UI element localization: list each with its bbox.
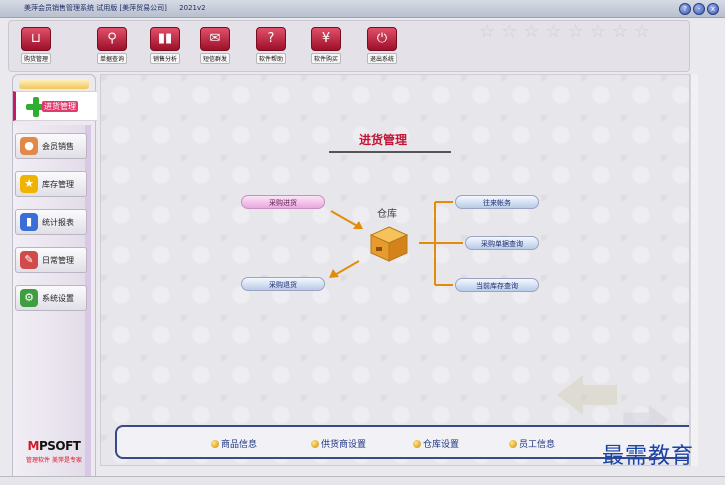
sidebar-item-label: 库存管理	[42, 179, 74, 189]
toolbar-analysis-button[interactable]: ▮▮ 销售分析	[148, 27, 182, 67]
help-window-button[interactable]: ?	[679, 3, 691, 15]
toolbar-sms-button[interactable]: ✉ 短信群发	[198, 27, 232, 67]
window-title-bar: 美萍会员销售管理系统 试用版 [美萍贸易公司] 2021v2 ? - x	[0, 0, 725, 18]
toolbar-buy-button[interactable]: ¥ 软件购买	[309, 27, 343, 67]
purchase-document-query-link[interactable]: 采购单据查询	[465, 236, 539, 250]
warehouse-label: 仓库	[377, 209, 397, 220]
current-stock-query-link[interactable]: 当前库存查询	[455, 278, 539, 292]
arrow-left-icon	[557, 375, 617, 415]
goods-info-link[interactable]: 商品信息	[211, 437, 257, 450]
bullet-icon	[311, 439, 319, 448]
window-title: 美萍会员销售管理系统 试用版 [美萍贸易公司] 2021v2	[24, 3, 216, 13]
bullet-icon	[509, 439, 517, 448]
bottom-quick-links: 商品信息 供货商设置 仓库设置 员工信息	[115, 425, 689, 459]
help-icon: ?	[256, 27, 286, 51]
purchase-in-link[interactable]: 采购进货	[241, 195, 325, 209]
plus-icon	[26, 97, 46, 117]
minimize-window-button[interactable]: -	[693, 3, 705, 15]
left-sidebar: 进货管理 ● 会员销售 ★ 库存管理 ▮ 统计报表 ✎ 日常管理 ⚙ 系统设置 …	[12, 74, 97, 482]
sidebar-panel: ● 会员销售 ★ 库存管理 ▮ 统计报表 ✎ 日常管理 ⚙ 系统设置	[13, 125, 91, 481]
toolbar-button-label: 软件购买	[310, 53, 341, 64]
background-pattern	[101, 75, 689, 465]
toolbar-button-label: 销售分析	[149, 53, 180, 64]
magnifier-icon: ⚲	[97, 27, 127, 51]
person-icon: ●	[20, 137, 38, 155]
toolbar-purchase-button[interactable]: ⊔ 购货管理	[19, 27, 53, 67]
flow-diagram-lines	[329, 201, 463, 286]
sidebar-item-reports[interactable]: ▮ 统计报表	[15, 209, 87, 235]
bullet-icon	[211, 439, 219, 448]
yen-icon: ¥	[311, 27, 341, 51]
employee-info-link[interactable]: 员工信息	[509, 437, 555, 450]
exit-icon: ⏻	[367, 27, 397, 51]
toolbar-button-label: 短信群发	[199, 53, 230, 64]
toolbar-button-label: 单据查询	[96, 53, 127, 64]
toolbar-button-label: 退出系统	[366, 53, 397, 64]
main-toolbar: ☆☆☆☆☆☆☆☆ ⊔ 购货管理 ⚲ 单据查询 ▮▮ 销售分析 ✉ 短信群发 ? …	[8, 20, 690, 72]
window-title-app: 美萍会员销售管理系统 试用版 [美萍贸易公司]	[24, 4, 167, 12]
star-icon: ★	[20, 175, 38, 193]
toolbar-button-label: 软件帮助	[255, 53, 286, 64]
main-content: 进货管理 采购进货 采购退货 仓库 往来帐务 采购单据查询 当前库存查询	[100, 74, 690, 466]
employee-info-label: 员工信息	[519, 440, 556, 450]
page-title: 进货管理	[359, 133, 408, 147]
toolbar-star-decoration: ☆☆☆☆☆☆☆☆	[479, 21, 657, 42]
envelope-icon: ✉	[200, 27, 230, 51]
warehouse-settings-label: 仓库设置	[423, 440, 460, 450]
brand-slogan: 管理软件 美萍是专家	[26, 457, 82, 464]
sidebar-item-inventory[interactable]: ★ 库存管理	[15, 171, 87, 197]
goods-info-label: 商品信息	[221, 440, 258, 450]
pencil-icon: ✎	[20, 251, 38, 269]
bars-icon: ▮	[20, 213, 38, 231]
window-controls: ? - x	[679, 3, 719, 15]
basket-icon: ⊔	[21, 27, 51, 51]
warehouse-settings-link[interactable]: 仓库设置	[413, 437, 459, 450]
sidebar-item-label: 日常管理	[42, 255, 74, 265]
sidebar-item-label: 会员销售	[42, 141, 74, 151]
sidebar-item-purchase-management[interactable]: 进货管理	[13, 91, 97, 121]
toolbar-query-button[interactable]: ⚲ 单据查询	[95, 27, 129, 67]
right-scrollbar[interactable]	[690, 74, 698, 466]
gear-icon: ⚙	[20, 289, 38, 307]
purchase-return-link[interactable]: 采购退货	[241, 277, 325, 291]
sidebar-item-settings[interactable]: ⚙ 系统设置	[15, 285, 87, 311]
status-bar	[0, 476, 725, 485]
sidebar-item-label: 系统设置	[42, 293, 74, 303]
sidebar-grip	[19, 79, 89, 89]
sidebar-active-label: 进货管理	[42, 101, 78, 112]
window-title-version: 2021v2	[179, 4, 206, 12]
sidebar-item-daily[interactable]: ✎ 日常管理	[15, 247, 87, 273]
supplier-settings-link[interactable]: 供货商设置	[311, 437, 366, 450]
bullet-icon	[413, 439, 421, 448]
bar-chart-icon: ▮▮	[150, 27, 180, 51]
supplier-settings-label: 供货商设置	[321, 440, 367, 450]
brand-block: MPSOFT 管理软件 美萍是专家	[13, 439, 95, 464]
accounts-link[interactable]: 往来帐务	[455, 195, 539, 209]
close-window-button[interactable]: x	[707, 3, 719, 15]
warehouse-box-icon	[369, 226, 409, 262]
toolbar-exit-button[interactable]: ⏻ 退出系统	[365, 27, 399, 67]
brand-logo: MPSOFT	[27, 439, 81, 453]
watermark-text: 最需教育	[602, 444, 695, 469]
toolbar-button-label: 购货管理	[20, 53, 51, 64]
sidebar-item-member-sales[interactable]: ● 会员销售	[15, 133, 87, 159]
toolbar-help-button[interactable]: ? 软件帮助	[254, 27, 288, 67]
sidebar-item-label: 统计报表	[42, 217, 74, 227]
title-underline	[329, 151, 451, 153]
